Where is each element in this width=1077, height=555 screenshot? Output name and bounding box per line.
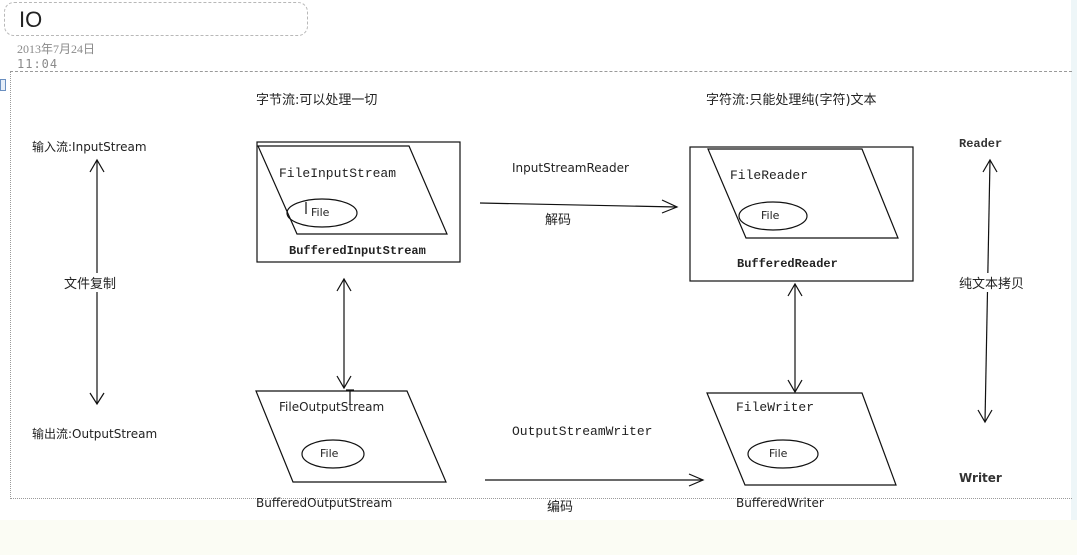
file-input-stream-label: FileInputStream [279,166,397,181]
encode-label: 编码 [547,500,574,515]
file-ellipse-output [301,439,365,469]
file-output-stream-shape [255,390,447,483]
decode-label: 解码 [545,213,572,228]
decode-arrow [479,199,679,214]
byte-stream-arrow [336,277,352,390]
page-date: 2013年7月24日 [17,42,96,56]
file-writer-label: FileWriter [736,400,815,415]
file-output-stream-label: FileOutputStream [279,400,385,414]
buffered-input-stream-box [256,141,461,263]
file-ellipse-writer [747,439,819,469]
buffered-reader-box [689,146,914,282]
buffered-input-stream-label: BufferedInputStream [289,244,426,258]
output-stream-writer-label: OutputStreamWriter [512,424,653,439]
file-ellipse-reader [738,201,808,231]
note-container[interactable] [10,71,1072,499]
plain-text-copy-label: 纯文本拷贝 [959,273,1025,292]
scrollbar-track[interactable] [1071,0,1077,555]
container-handle-icon[interactable] [0,79,6,91]
file-copy-label: 文件复制 [64,273,117,292]
file-label-input: File [311,206,330,219]
file-input-stream-shape [257,145,448,235]
encode-arrow [485,473,705,487]
file-writer-shape [706,392,897,486]
page-title: IO [19,7,43,32]
writer-label: Writer [959,471,1002,485]
file-label-reader: File [761,209,780,222]
page-time: 11:04 [17,57,59,71]
output-stream-label: 输出流:OutputStream [32,427,158,441]
bottom-area [0,520,1077,555]
file-reader-shape [707,148,899,239]
char-stream-arrow [787,282,803,394]
buffered-writer-label: BufferedWriter [736,496,824,510]
buffered-reader-label: BufferedReader [737,257,838,271]
file-reader-label: FileReader [730,168,809,183]
file-label-output: File [320,447,339,460]
reader-label: Reader [959,137,1003,151]
page-title-box[interactable]: IO [4,2,308,36]
char-stream-heading: 字符流:只能处理纯(字符)文本 [706,93,877,108]
file-ellipse-input [286,198,358,228]
input-stream-reader-label: InputStreamReader [512,161,629,175]
buffered-output-stream-label: BufferedOutputStream [256,496,393,510]
byte-stream-heading: 字节流:可以处理一切 [256,93,378,108]
input-stream-label: 输入流:InputStream [32,140,147,154]
file-label-writer: File [769,447,788,460]
